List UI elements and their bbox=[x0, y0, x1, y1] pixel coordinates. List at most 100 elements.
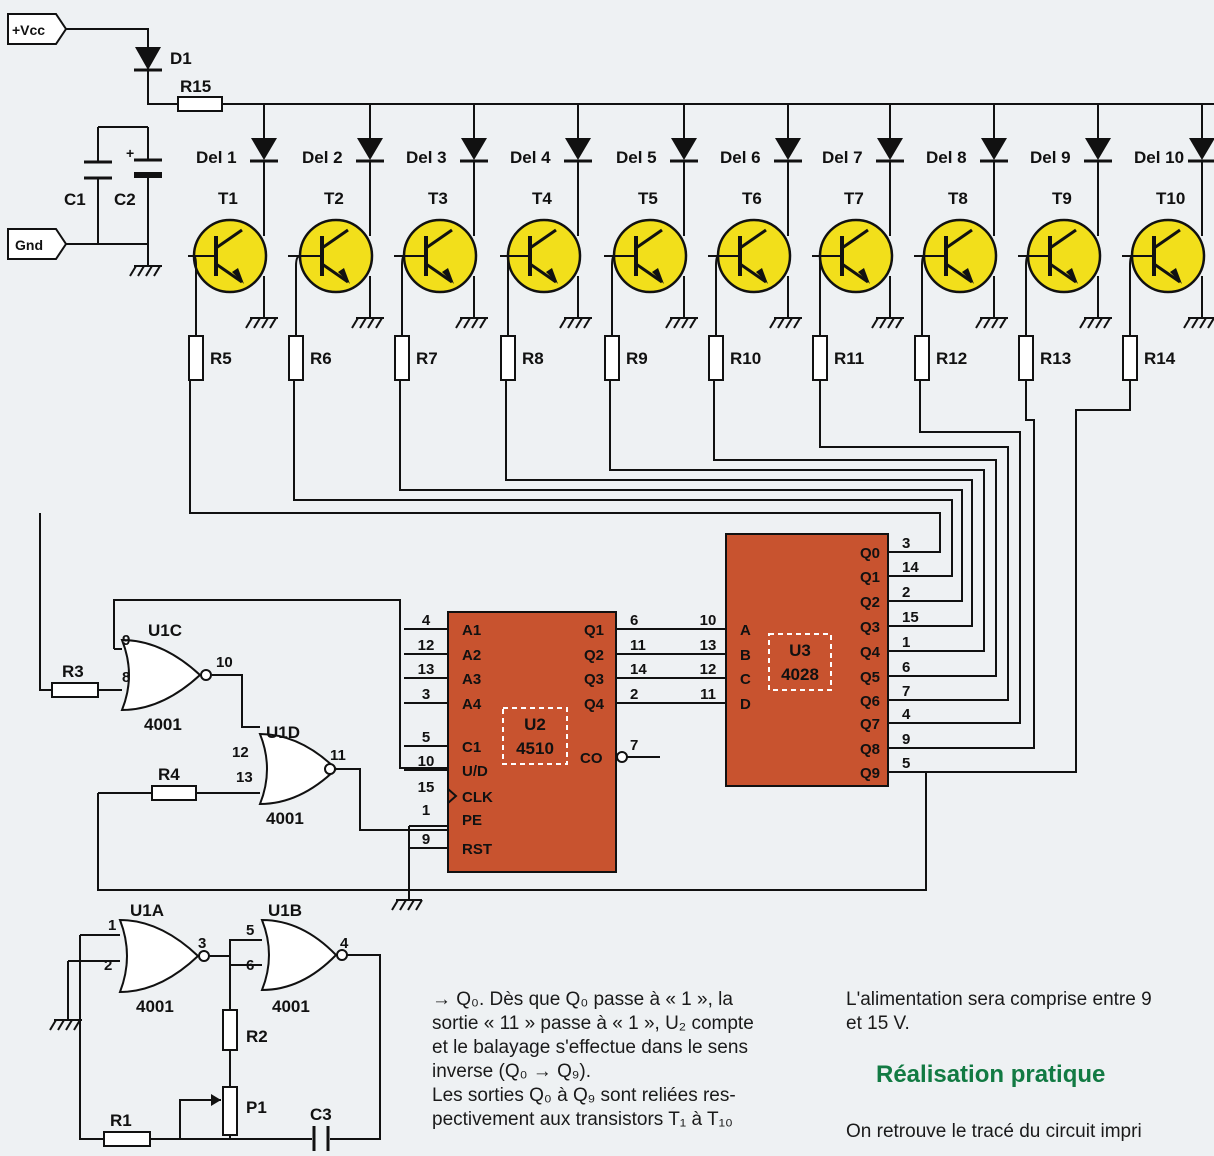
base-resistor bbox=[288, 335, 304, 381]
u3-pin-name: Q1 bbox=[860, 569, 880, 586]
ground-symbol-u1a bbox=[49, 1019, 82, 1031]
base-resistor bbox=[394, 335, 410, 381]
u3-pin-num: 9 bbox=[902, 731, 910, 748]
u1a-chip: 4001 bbox=[136, 997, 174, 1016]
resistor-label: R7 bbox=[416, 349, 438, 368]
u2-pin-name: C1 bbox=[462, 739, 481, 756]
u2-pin-num: 1 bbox=[422, 802, 430, 819]
ground-icon bbox=[975, 317, 1008, 329]
resistor-r3: R3 bbox=[51, 662, 99, 698]
d1-label: D1 bbox=[170, 49, 192, 68]
r3-label: R3 bbox=[62, 662, 84, 681]
led-label: Del 7 bbox=[822, 148, 863, 167]
ground-icon bbox=[665, 317, 698, 329]
article-line-last: On retrouve le tracé du circuit impri bbox=[846, 1121, 1142, 1142]
transistor-label: T6 bbox=[742, 189, 762, 208]
u3-pin-num: 6 bbox=[902, 659, 910, 676]
led-label: Del 9 bbox=[1030, 148, 1071, 167]
u3-pin-name: B bbox=[740, 647, 751, 664]
ground-icon bbox=[1183, 317, 1214, 329]
u1c-pin-a: 9 bbox=[122, 632, 130, 649]
u2-body bbox=[447, 611, 617, 873]
u1d-chip: 4001 bbox=[266, 809, 304, 828]
transistor-label: T1 bbox=[218, 189, 238, 208]
resistor-r15: R15 bbox=[177, 77, 223, 112]
p1-label: P1 bbox=[246, 1098, 267, 1117]
c1-label: C1 bbox=[64, 190, 86, 209]
u3-pin-name: Q2 bbox=[860, 594, 880, 611]
r2-label: R2 bbox=[246, 1027, 268, 1046]
u1d-pin-a: 12 bbox=[232, 744, 249, 761]
u3-pin-name: Q7 bbox=[860, 716, 880, 733]
u2-pin-num: 14 bbox=[630, 661, 647, 678]
resistor-label: R8 bbox=[522, 349, 544, 368]
u2-pin-num: 11 bbox=[630, 637, 646, 654]
u1a-pin-out: 3 bbox=[198, 935, 206, 952]
transistor-label: T4 bbox=[532, 189, 552, 208]
u3-pin-name: A bbox=[740, 622, 751, 639]
u3-pin-num: 11 bbox=[700, 686, 716, 703]
u2-pin-name: Q2 bbox=[584, 647, 604, 664]
resistor-r4: R4 bbox=[151, 765, 197, 801]
article-line: L'alimentation sera comprise entre 9 bbox=[846, 989, 1152, 1010]
resistor-label: R12 bbox=[936, 349, 967, 368]
u1b-chip: 4001 bbox=[272, 997, 310, 1016]
article-line: → Q₀. Dès que Q₀ passe à « 1 », la bbox=[432, 989, 733, 1010]
resistor-label: R10 bbox=[730, 349, 761, 368]
u3-pin-num: 4 bbox=[902, 706, 911, 723]
led-icon bbox=[775, 138, 801, 160]
capacitor-c1: C1 bbox=[64, 160, 112, 209]
led-label: Del 10 bbox=[1134, 148, 1184, 167]
u2-ref: U2 bbox=[524, 715, 546, 734]
section-heading: Réalisation pratique bbox=[876, 1061, 1106, 1088]
u3-pin-name: C bbox=[740, 671, 751, 688]
ground-symbol-power bbox=[129, 265, 162, 277]
base-resistor bbox=[188, 335, 204, 381]
u3-pin-num: 14 bbox=[902, 559, 919, 576]
u2-pin-num: 4 bbox=[422, 612, 431, 629]
article-line: inverse (Q₀ → Q₉). bbox=[432, 1061, 591, 1082]
u1a-pin-b: 2 bbox=[104, 957, 112, 974]
led-label: Del 4 bbox=[510, 148, 551, 167]
u1c-chip: 4001 bbox=[144, 715, 182, 734]
u2-pin-name: PE bbox=[462, 812, 482, 829]
transistor-label: T9 bbox=[1052, 189, 1072, 208]
ic-u3-4028: U3 4028 10A13B12C11DQ03Q114Q22Q315Q41Q56… bbox=[700, 533, 919, 787]
u3-pin-num: 15 bbox=[902, 609, 919, 626]
led-icon bbox=[877, 138, 903, 160]
led-label: Del 6 bbox=[720, 148, 761, 167]
led-icon bbox=[1189, 138, 1214, 160]
u3-pin-num: 3 bbox=[902, 535, 910, 552]
u2-pin-name: RST bbox=[462, 841, 492, 858]
led-label: Del 3 bbox=[406, 148, 447, 167]
base-resistor bbox=[914, 335, 930, 381]
vcc-label: +Vcc bbox=[12, 22, 45, 38]
led-label: Del 1 bbox=[196, 148, 237, 167]
led-icon bbox=[461, 138, 487, 160]
u1c-name: U1C bbox=[148, 621, 182, 640]
u3-pin-name: Q3 bbox=[860, 619, 880, 636]
ground-icon bbox=[769, 317, 802, 329]
u1c-pin-b: 8 bbox=[122, 669, 130, 686]
u1a-name: U1A bbox=[130, 901, 164, 920]
led-icon bbox=[1085, 138, 1111, 160]
u2-pin-name: A3 bbox=[462, 671, 481, 688]
resistor-r2: R2 bbox=[222, 1009, 268, 1051]
c2-polarity: + bbox=[126, 145, 134, 161]
u2-pin-name: A2 bbox=[462, 647, 481, 664]
transistor-label: T2 bbox=[324, 189, 344, 208]
ground-symbol-rst bbox=[391, 899, 423, 911]
resistor-label: R13 bbox=[1040, 349, 1071, 368]
u3-pin-num: 1 bbox=[902, 634, 910, 651]
base-resistor bbox=[812, 335, 828, 381]
u2-pin-num: 12 bbox=[418, 637, 435, 654]
u2-co-name: CO bbox=[580, 750, 603, 767]
u2-pin-name: Q1 bbox=[584, 622, 604, 639]
transistor-label: T8 bbox=[948, 189, 968, 208]
